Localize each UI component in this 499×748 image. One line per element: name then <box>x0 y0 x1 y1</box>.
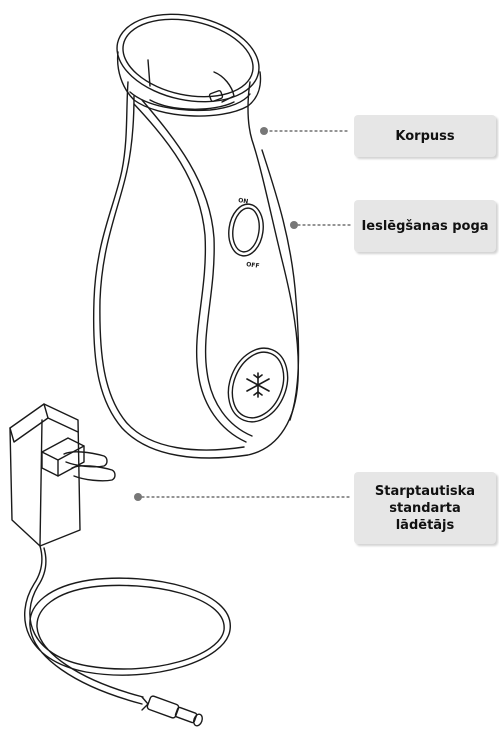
device-body <box>94 82 299 458</box>
switch-off-label: OFF <box>246 261 260 270</box>
power-switch <box>226 202 267 258</box>
switch-on-label: ON <box>238 197 249 205</box>
callout-power-button: Ieslēgšanas poga <box>354 200 496 252</box>
callout-charger: Starptautiska standarta lādētājs <box>354 472 496 544</box>
snowflake-icon <box>247 373 269 397</box>
callout-charger-label: Starptautiska standarta lādētājs <box>360 483 490 534</box>
leader-dot-body <box>260 127 268 135</box>
leader-dot-power <box>290 221 298 229</box>
callout-body: Korpuss <box>354 115 496 157</box>
callout-power-button-label: Ieslēgšanas poga <box>361 218 488 235</box>
charger-cable <box>25 546 231 727</box>
leader-dot-charger <box>134 493 142 501</box>
callout-body-label: Korpuss <box>395 128 454 145</box>
charger-adapter <box>10 404 115 546</box>
device-rim <box>109 2 267 116</box>
